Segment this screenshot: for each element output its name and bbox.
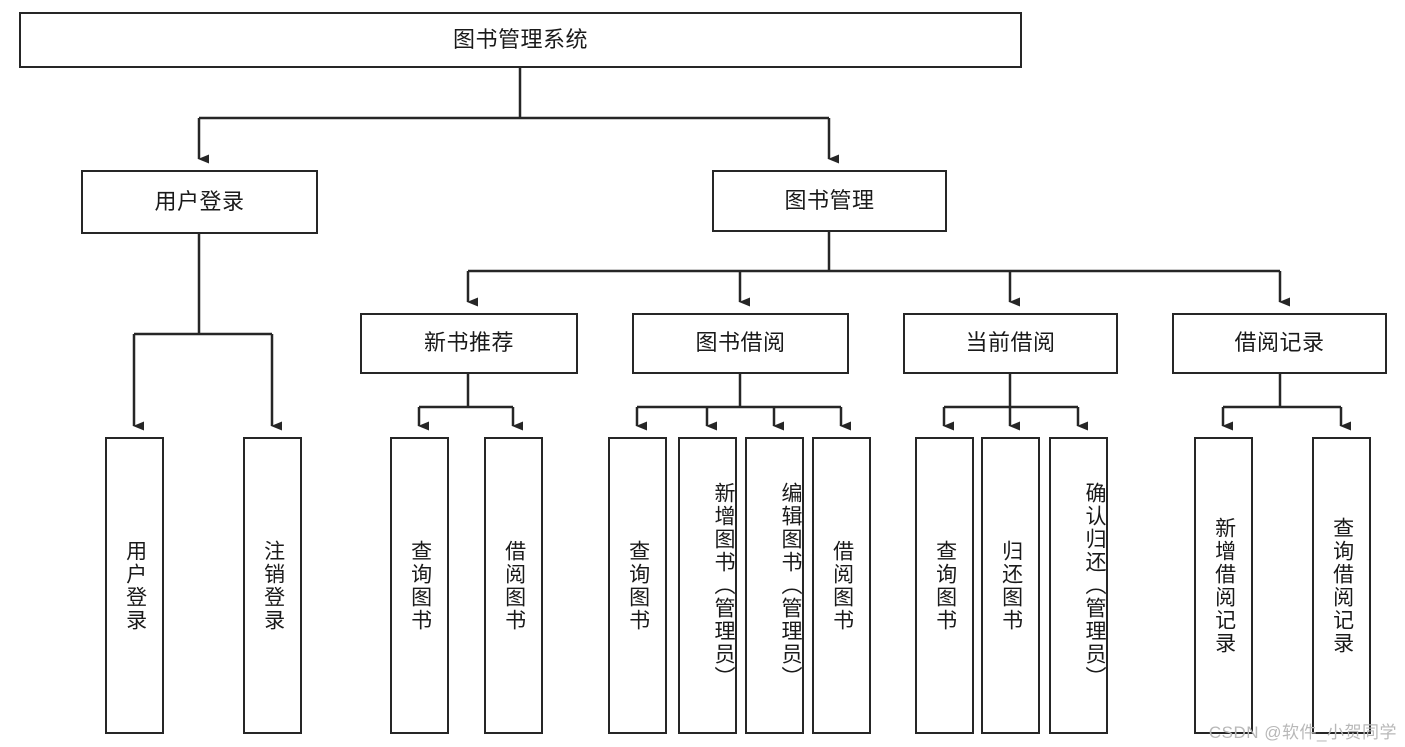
node-label: 新书推荐 bbox=[423, 330, 514, 356]
node-label: 用户登录 bbox=[154, 188, 245, 214]
node-label: 借阅记录 bbox=[1234, 330, 1325, 356]
node-current-borrow[interactable]: 当前借阅 bbox=[903, 313, 1118, 374]
node-label: 图书管理系统 bbox=[452, 26, 588, 52]
node-label: 查询图书 bbox=[933, 539, 957, 632]
node-leaf-logout[interactable]: 注销登录 bbox=[243, 437, 302, 734]
node-label: 借阅图书 bbox=[502, 539, 526, 632]
node-label: 图书管理 bbox=[784, 187, 875, 213]
node-label: 图书借阅 bbox=[695, 330, 786, 356]
node-book-manage[interactable]: 图书管理 bbox=[712, 170, 947, 232]
node-leaf-borrow-book-rec[interactable]: 借阅图书 bbox=[484, 437, 543, 734]
node-label: 新增图书（管理员） bbox=[712, 482, 735, 689]
node-leaf-query-book-borrow[interactable]: 查询图书 bbox=[608, 437, 667, 734]
node-leaf-query-record[interactable]: 查询借阅记录 bbox=[1312, 437, 1371, 734]
node-leaf-confirm-return[interactable]: 确认归还（管理员） bbox=[1049, 437, 1108, 734]
node-label: 查询借阅记录 bbox=[1330, 516, 1354, 655]
node-label: 注销登录 bbox=[261, 539, 285, 632]
node-root[interactable]: 图书管理系统 bbox=[19, 12, 1022, 68]
node-label: 当前借阅 bbox=[965, 330, 1056, 356]
node-label: 编辑图书（管理员） bbox=[779, 482, 802, 689]
node-leaf-edit-book[interactable]: 编辑图书（管理员） bbox=[745, 437, 804, 734]
node-book-borrow[interactable]: 图书借阅 bbox=[632, 313, 849, 374]
node-user-login[interactable]: 用户登录 bbox=[81, 170, 318, 234]
node-label: 新增借阅记录 bbox=[1212, 516, 1236, 655]
node-leaf-borrow-book[interactable]: 借阅图书 bbox=[812, 437, 871, 734]
node-new-book-recommend[interactable]: 新书推荐 bbox=[360, 313, 578, 374]
node-label: 查询图书 bbox=[626, 539, 650, 632]
node-label: 查询图书 bbox=[408, 539, 432, 632]
node-leaf-add-record[interactable]: 新增借阅记录 bbox=[1194, 437, 1253, 734]
node-leaf-query-book-current[interactable]: 查询图书 bbox=[915, 437, 974, 734]
node-label: 归还图书 bbox=[999, 539, 1023, 632]
node-leaf-query-book-rec[interactable]: 查询图书 bbox=[390, 437, 449, 734]
node-label: 确认归还（管理员） bbox=[1083, 482, 1106, 689]
node-leaf-return-book[interactable]: 归还图书 bbox=[981, 437, 1040, 734]
watermark: CSDN @软件_小贺同学 bbox=[1208, 723, 1397, 742]
node-label: 借阅图书 bbox=[830, 539, 854, 632]
node-borrow-record[interactable]: 借阅记录 bbox=[1172, 313, 1387, 374]
node-leaf-add-book[interactable]: 新增图书（管理员） bbox=[678, 437, 737, 734]
node-leaf-user-login[interactable]: 用户登录 bbox=[105, 437, 164, 734]
node-label: 用户登录 bbox=[123, 539, 147, 632]
